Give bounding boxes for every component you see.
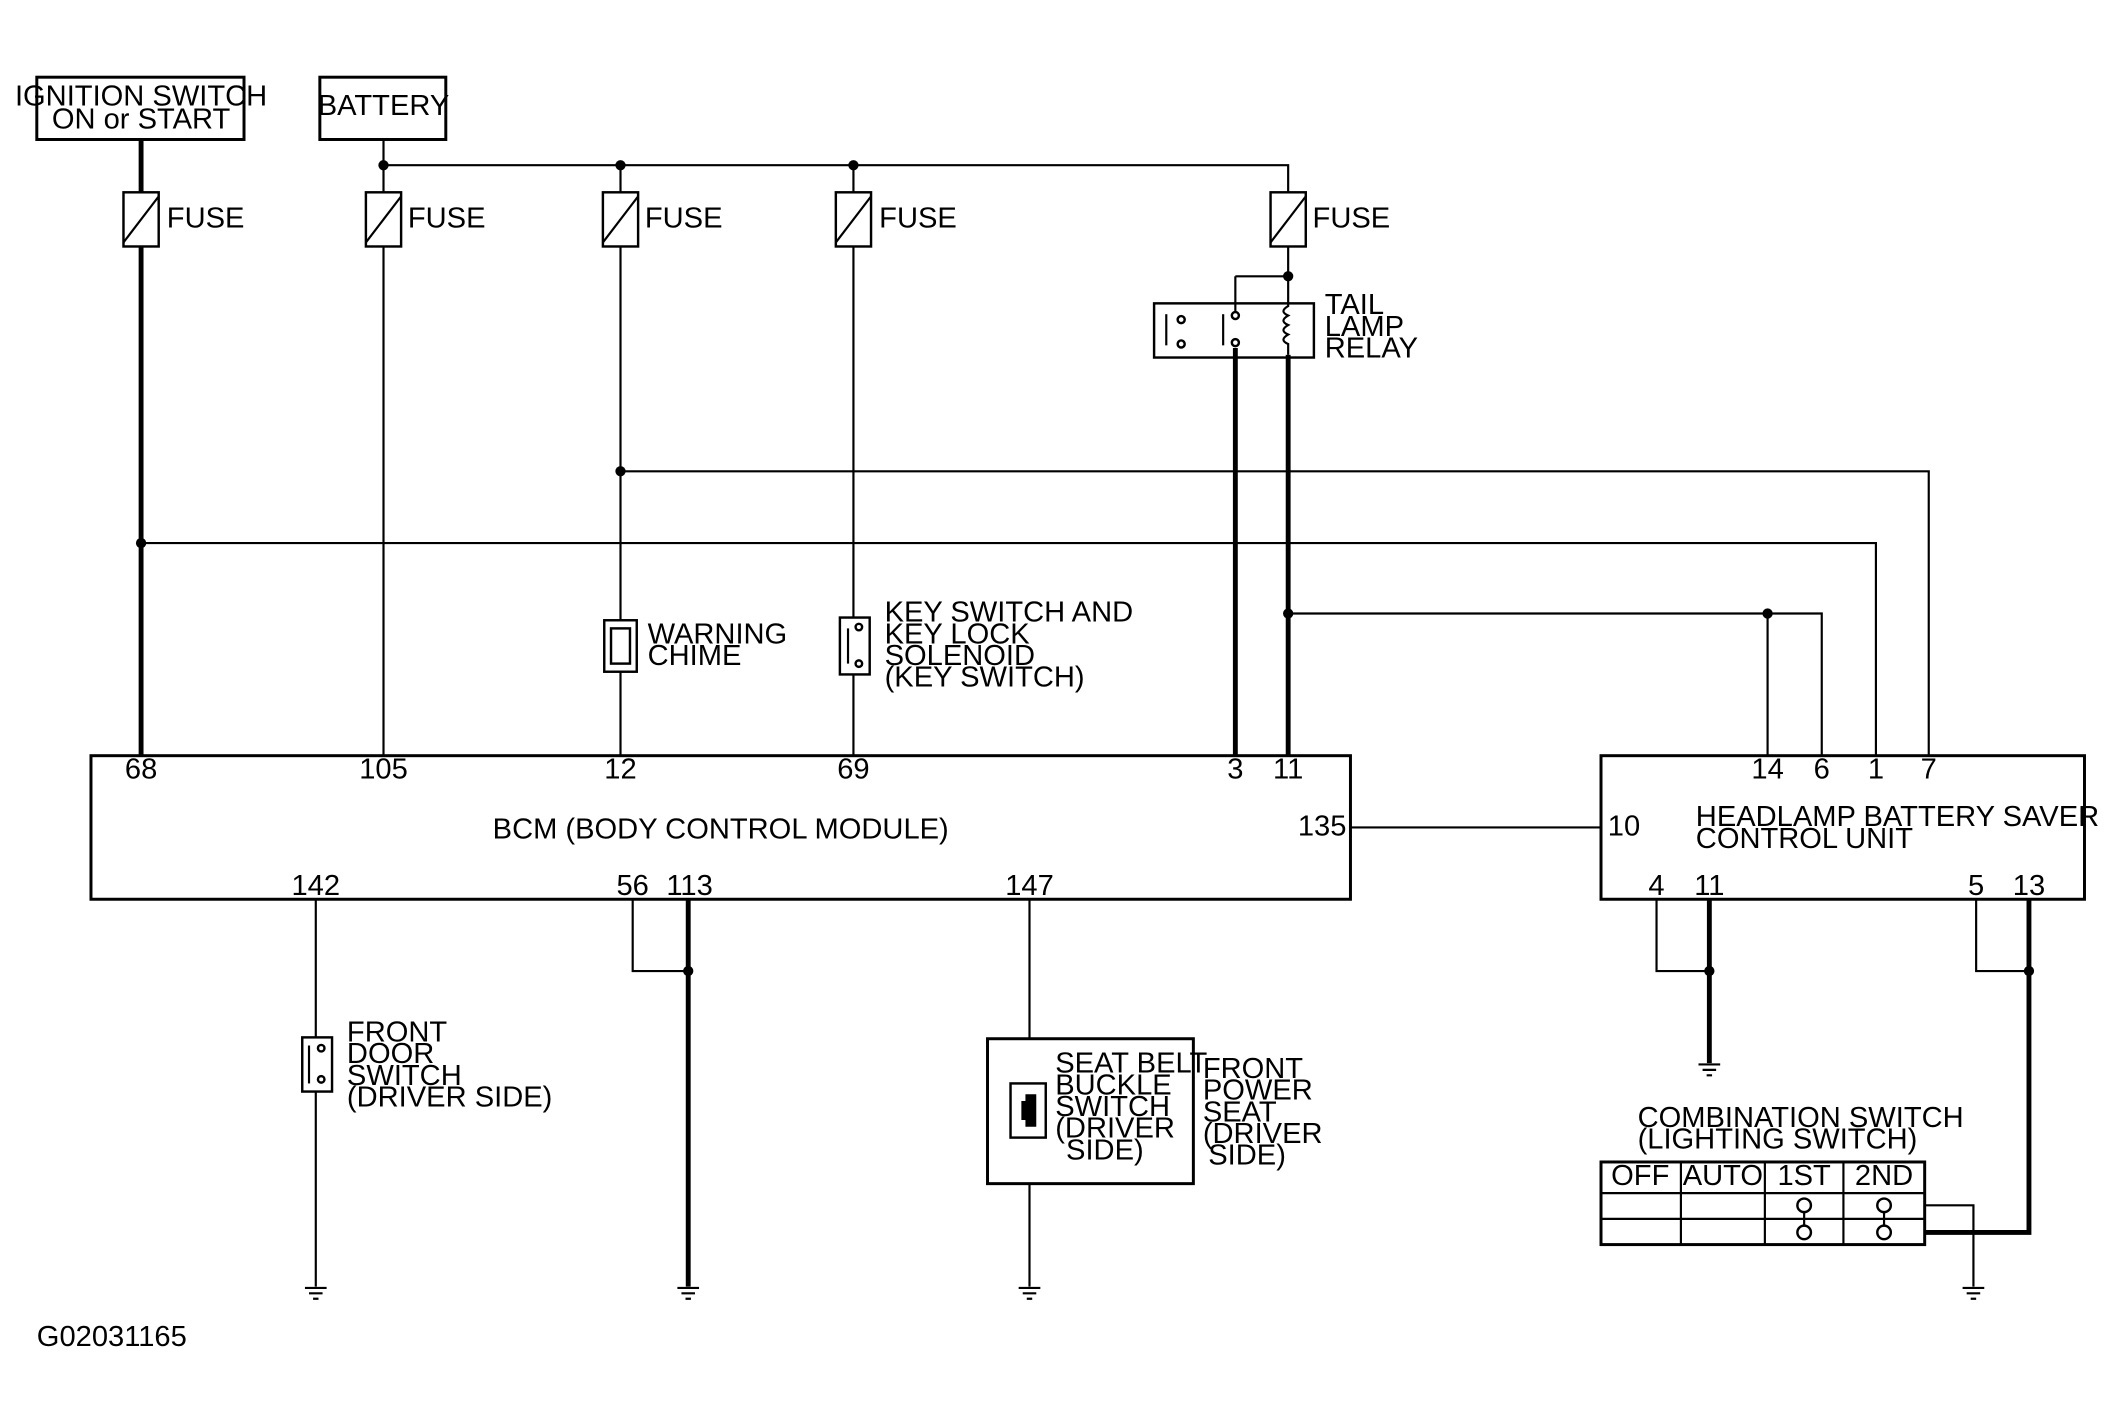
svg-text:BUCKLE: BUCKLE	[1055, 1069, 1171, 1101]
svg-text:11: 11	[1694, 870, 1724, 902]
wire-56	[631, 899, 689, 973]
svg-text:KEY SWITCH AND: KEY SWITCH AND	[885, 597, 1134, 629]
svg-text:BCM (BODY CONTROL MODULE): BCM (BODY CONTROL MODULE)	[493, 813, 949, 845]
svg-text:SWITCH: SWITCH	[1055, 1091, 1170, 1123]
svg-text:(LIGHTING SWITCH): (LIGHTING SWITCH)	[1638, 1123, 1918, 1155]
svg-text:7: 7	[1921, 754, 1937, 786]
wire-to-hbs-7	[620, 470, 1930, 756]
front-door-switch: FRONT DOOR SWITCH (DRIVER SIDE)	[301, 1016, 552, 1113]
svg-text:56: 56	[616, 870, 648, 902]
headlamp-battery-saver-unit: 14 6 1 7 10 HEADLAMP BATTERY SAVER CONTR…	[1599, 754, 2099, 902]
battery-bus-wire	[382, 139, 1290, 193]
wire-hbs-4	[1655, 899, 1710, 973]
ignition-switch-source: IGNITION SWITCH ON or START	[15, 75, 267, 141]
warning-chime: WARNING CHIME	[603, 618, 788, 673]
svg-text:1ST: 1ST	[1777, 1160, 1831, 1192]
svg-text:TAIL: TAIL	[1325, 289, 1384, 321]
ground-symbol	[1698, 1063, 1721, 1077]
svg-text:113: 113	[666, 870, 712, 902]
svg-text:FUSE: FUSE	[1313, 203, 1391, 235]
svg-text:135: 135	[1298, 811, 1347, 843]
svg-text:FRONT: FRONT	[347, 1016, 447, 1048]
svg-text:SWITCH: SWITCH	[347, 1060, 462, 1092]
svg-text:RELAY: RELAY	[1325, 333, 1418, 365]
svg-text:HEADLAMP BATTERY SAVER: HEADLAMP BATTERY SAVER	[1696, 801, 2099, 833]
svg-text:SIDE): SIDE)	[1066, 1134, 1144, 1166]
svg-text:12: 12	[604, 754, 636, 786]
svg-text:ON or START: ON or START	[52, 104, 231, 136]
ground-symbol	[1018, 1286, 1041, 1300]
combination-switch: COMBINATION SWITCH (LIGHTING SWITCH) OFF…	[1599, 1102, 1964, 1247]
svg-text:14: 14	[1751, 754, 1783, 786]
fuse-105: FUSE	[364, 165, 486, 248]
svg-text:105: 105	[359, 754, 408, 786]
svg-text:13: 13	[2013, 870, 2045, 902]
seat-belt-buckle-switch: SEAT BELT BUCKLE SWITCH (DRIVER SIDE)	[986, 1037, 1208, 1186]
svg-text:SEAT: SEAT	[1203, 1096, 1277, 1128]
svg-text:11: 11	[1273, 754, 1303, 786]
wire-hbs-5	[1975, 899, 2029, 973]
svg-text:69: 69	[837, 754, 869, 786]
fuse-tail-lamp: FUSE	[1269, 191, 1391, 248]
svg-text:68: 68	[125, 754, 157, 786]
svg-text:(DRIVER: (DRIVER	[1203, 1118, 1323, 1150]
ground-symbol	[677, 1286, 700, 1300]
figure-id: G02031165	[37, 1321, 187, 1353]
svg-text:6: 6	[1814, 754, 1830, 786]
key-switch: KEY SWITCH AND KEY LOCK SOLENOID (KEY SW…	[838, 597, 1134, 694]
ground-symbol	[304, 1286, 327, 1300]
svg-text:SIDE): SIDE)	[1208, 1140, 1286, 1172]
fuse-ignition: FUSE	[122, 139, 245, 248]
svg-text:CHIME: CHIME	[648, 640, 742, 672]
svg-text:1: 1	[1868, 754, 1884, 786]
svg-text:(DRIVER: (DRIVER	[1055, 1113, 1175, 1145]
svg-text:5: 5	[1968, 870, 1984, 902]
svg-text:2ND: 2ND	[1855, 1160, 1913, 1192]
tail-lamp-relay: TAIL LAMP RELAY	[1152, 246, 1418, 365]
svg-text:AUTO: AUTO	[1683, 1160, 1763, 1192]
svg-text:(DRIVER SIDE): (DRIVER SIDE)	[347, 1081, 552, 1113]
svg-text:SEAT BELT: SEAT BELT	[1055, 1048, 1207, 1080]
svg-text:SOLENOID: SOLENOID	[885, 640, 1035, 672]
svg-text:COMBINATION SWITCH: COMBINATION SWITCH	[1638, 1102, 1964, 1134]
svg-text:FUSE: FUSE	[645, 203, 723, 235]
svg-text:(KEY SWITCH): (KEY SWITCH)	[885, 662, 1085, 694]
svg-text:POWER: POWER	[1203, 1075, 1313, 1107]
svg-text:DOOR: DOOR	[347, 1038, 434, 1070]
ground-symbol	[1962, 1286, 1985, 1300]
wire-to-hbs-6	[1288, 612, 1823, 756]
battery-source: BATTERY	[318, 75, 450, 141]
wire-to-hbs-1	[141, 541, 1878, 756]
svg-text:FRONT: FRONT	[1203, 1053, 1303, 1085]
fuse-12: FUSE	[601, 165, 723, 248]
wire-hbs-13	[1924, 899, 2032, 1235]
fuse-69: FUSE	[834, 165, 957, 248]
svg-text:KEY LOCK: KEY LOCK	[885, 618, 1031, 650]
svg-text:LAMP: LAMP	[1325, 311, 1404, 343]
front-power-seat-label: FRONT POWER SEAT (DRIVER SIDE)	[1203, 1053, 1323, 1172]
svg-text:3: 3	[1227, 754, 1243, 786]
svg-text:FUSE: FUSE	[879, 203, 957, 235]
wire-comb-ground	[1924, 1204, 1975, 1287]
svg-text:OFF: OFF	[1611, 1160, 1669, 1192]
svg-text:IGNITION SWITCH: IGNITION SWITCH	[15, 81, 267, 113]
svg-text:FUSE: FUSE	[167, 203, 245, 235]
svg-text:147: 147	[1005, 870, 1054, 902]
svg-text:CONTROL UNIT: CONTROL UNIT	[1696, 823, 1913, 855]
svg-text:10: 10	[1608, 811, 1640, 843]
svg-text:WARNING: WARNING	[648, 618, 788, 650]
bcm-module: 68 105 12 69 3 11 BCM (BODY CONTROL MODU…	[89, 754, 1352, 902]
svg-text:142: 142	[291, 870, 340, 902]
svg-text:BATTERY: BATTERY	[318, 90, 450, 122]
svg-text:FUSE: FUSE	[408, 203, 486, 235]
svg-text:4: 4	[1648, 870, 1664, 902]
